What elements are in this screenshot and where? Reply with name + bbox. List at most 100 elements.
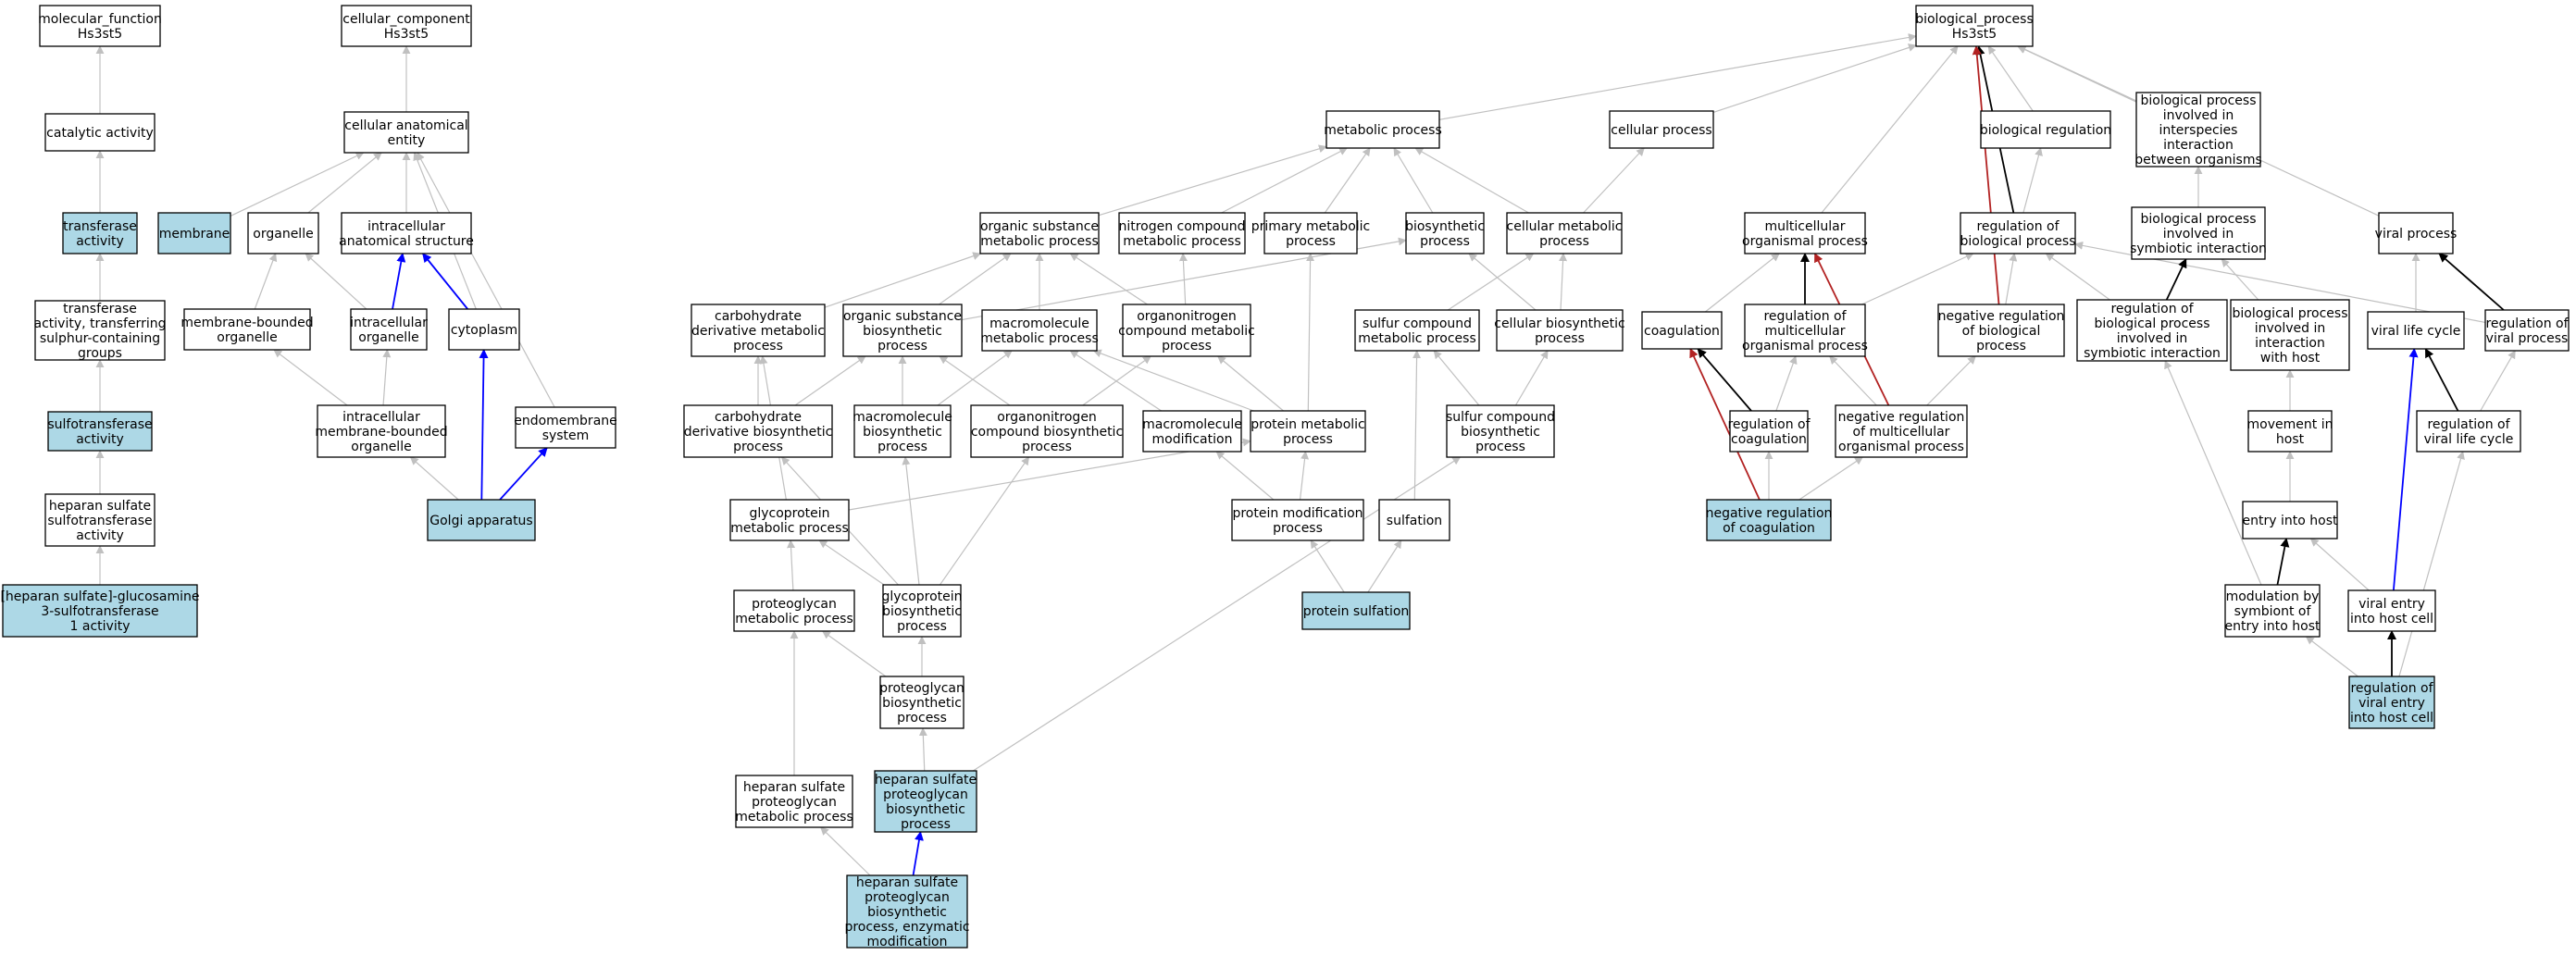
edge-regulates-reg-viral-life-to-viral-life [2424,348,2459,412]
go-term-hs-pg-bio[interactable]: heparan sulfateproteoglycanbiosyntheticp… [874,770,977,833]
go-term-label-line: viral process [2375,227,2458,242]
go-term-label-line: nitrogen compound [1118,219,1245,234]
edge-negatively-regulates-neg-reg-coag-to-coagulation [1689,348,1761,501]
edge-is-a-hs-pg-bio-to-proteoglycan-bio [918,727,927,772]
go-term-metabolic[interactable]: metabolic process [1324,110,1442,149]
edge-is-a-org-subst-met-to-metabolic [1098,144,1327,217]
go-term-protein-sulf[interactable]: protein sulfation [1301,591,1411,630]
go-term-cellular-proc[interactable]: cellular process [1609,110,1714,149]
edge-is-a-neg-reg-bio-to-reg-bio [2005,253,2018,305]
go-term-bio-reg[interactable]: biological regulation [1980,110,2111,149]
go-term-golgi[interactable]: Golgi apparatus [427,499,536,541]
go-term-box [515,406,616,449]
go-term-box [39,5,161,47]
go-term-label-line: protein metabolic [1251,417,1364,432]
go-term-catalytic[interactable]: catalytic activity [44,113,156,152]
edge-is-a-bio-reg-to-bp-root [1987,45,2034,112]
go-term-viral-proc[interactable]: viral process [2375,212,2458,254]
edge-is-a-organonitrogen-bio-to-organonitrogen-met [1082,355,1151,406]
go-term-box [1729,410,1809,453]
go-term-label-line: Hs3st5 [78,27,122,42]
go-term-membrane[interactable]: membrane [157,212,231,254]
go-term-box [2378,212,2454,254]
go-term-hs-glucosamine[interactable]: [heparan sulfate]-glucosamine3-sulfotran… [0,584,200,638]
go-term-cytoplasm[interactable]: cytoplasm [448,308,520,351]
edge-is-a-intracell-mb-org-to-membrane-bounded [273,349,348,406]
go-term-box [2076,299,2228,362]
go-term-sulfation[interactable]: sulfation [1378,499,1450,541]
edge-is-a-cell-bio-to-biosynthetic [1468,253,1537,311]
go-term-viral-life[interactable]: viral life cycle [2367,311,2465,350]
go-term-label-line: metabolic process [735,612,853,626]
edge-is-a-glycoprotein-bio-to-glycoprotein-met [818,540,885,586]
edge-is-a-protein-met-to-macromol-met [1092,349,1254,412]
go-term-label-line: sulfotransferase [47,417,152,432]
go-term-label-line: of biological [1962,324,2041,339]
go-term-hs-pg-enzymatic[interactable]: heparan sulfateproteoglycanbiosyntheticp… [844,874,970,949]
go-term-label-line: intracellular [367,219,445,234]
edge-is-a-protein-mod-to-protein-met [1299,451,1310,501]
go-term-box [44,113,156,152]
go-term-entry-host[interactable]: entry into host [2242,501,2338,540]
go-term-label-line: regulation of [1763,309,1847,324]
go-term-box [247,212,319,254]
go-term-label-line: biosynthetic [1461,425,1540,440]
go-term-coagulation[interactable]: coagulation [1641,311,1723,350]
go-term-label-line: negative regulation [1838,410,1965,425]
go-term-organelle[interactable]: organelle [247,212,319,254]
